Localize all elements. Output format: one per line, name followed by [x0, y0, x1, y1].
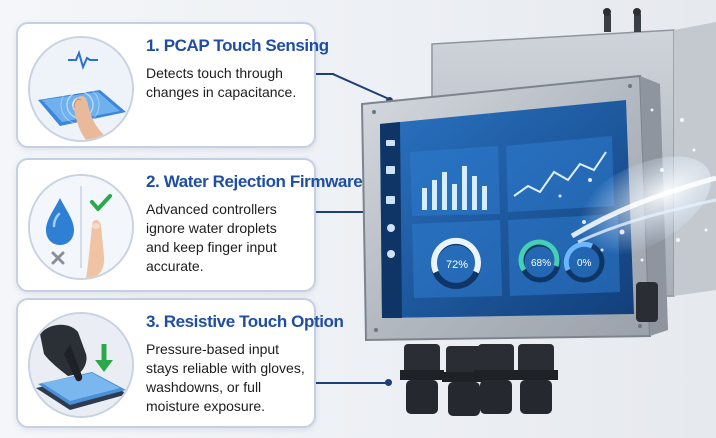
water-rejection-icon [28, 174, 134, 280]
glove-press-icon [28, 312, 134, 418]
gauge-mid-value: 68% [531, 258, 551, 269]
feature-title-pcap: 1. PCAP Touch Sensing [146, 36, 329, 55]
bar-chart-panel [410, 146, 500, 216]
feature-card-pcap: 1. PCAP Touch Sensing Detects touch thro… [16, 22, 329, 148]
cable-gland-4 [514, 344, 558, 414]
feature-card-water-rejection: 2. Water Rejection Firmware Advanced con… [16, 158, 363, 292]
gauge-right-value: 0% [577, 258, 592, 269]
connector-line-3 [312, 382, 388, 384]
cable-glands [400, 282, 658, 416]
industrial-panel-illustration: 72% 68% 0% [322, 0, 716, 438]
feature-text-resistive: Pressure-based input stays reliable with… [146, 341, 305, 414]
cable-gland-2 [442, 346, 486, 416]
touch-screen: 72% 68% 0% [380, 100, 634, 318]
water-spray [558, 108, 716, 262]
feature-title-resistive: 3. Resistive Touch Option [146, 312, 344, 331]
capacitive-touch-icon [28, 36, 134, 142]
cable-gland-3 [474, 344, 518, 414]
connector-line-1 [312, 73, 334, 75]
cable-gland-side [636, 282, 658, 322]
feature-text-pcap: Detects touch through changes in capacit… [146, 65, 297, 100]
feature-card-resistive: 3. Resistive Touch Option Pressure-based… [16, 298, 344, 428]
gauge-left-value: 72% [446, 259, 468, 271]
line-chart-panel [506, 136, 614, 212]
feature-text-water-rejection: Advanced controllers ignore water drople… [146, 201, 277, 274]
connector-line-2 [312, 211, 372, 213]
gauge-panel-left: 72% [412, 220, 502, 298]
connector-dot-3 [385, 379, 392, 386]
sidebar-icons [386, 140, 395, 258]
feature-title-water-rejection: 2. Water Rejection Firmware [146, 172, 363, 191]
cable-gland-1 [400, 344, 444, 414]
